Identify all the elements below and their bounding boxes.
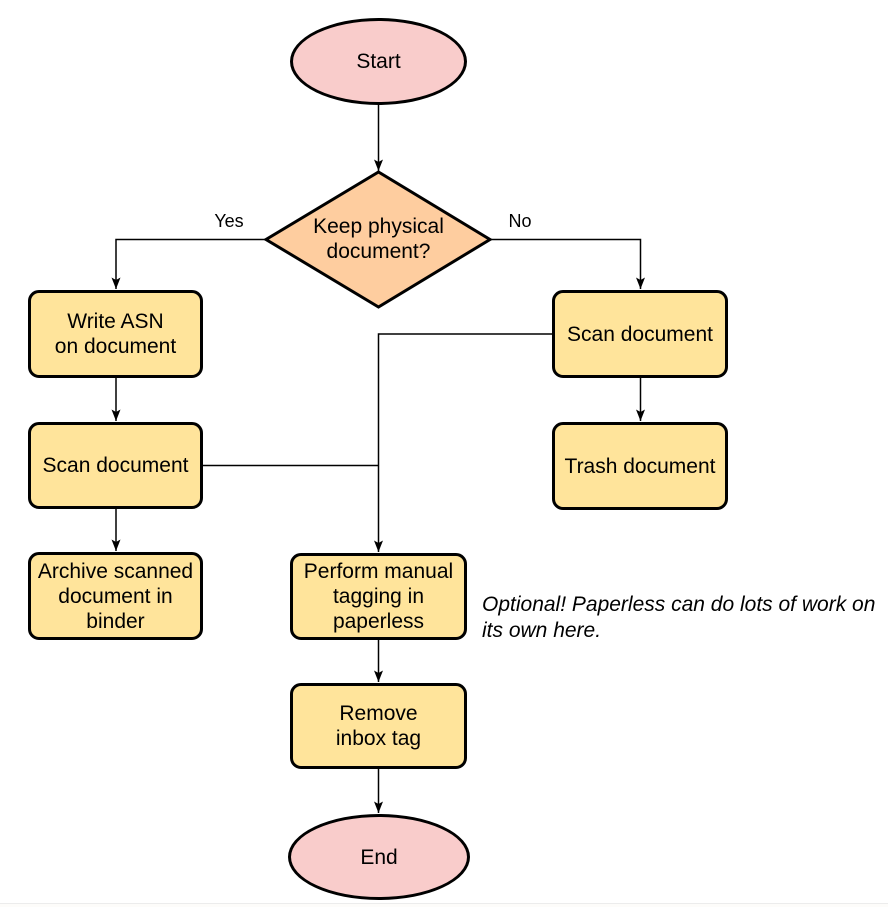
edge-label-yes: Yes [214,211,244,231]
edge-label-no: No [508,211,532,231]
node-archive-binder-label: Archive scanned document in binder [37,559,194,633]
node-end: End [288,814,470,900]
node-start-label: Start [356,50,401,73]
node-scan-document-left: Scan document [28,422,203,509]
optional-note: Optional! Paperless can do lots of work … [482,593,876,642]
node-remove-inbox-tag: Remove inbox tag [290,683,467,769]
node-trash-document-label: Trash document [564,454,716,478]
node-trash-document: Trash document [552,422,728,510]
node-write-asn: Write ASN on document [28,290,203,378]
node-perform-tagging-label: Perform manual tagging in paperless [303,560,454,633]
node-remove-inbox-tag-label: Remove inbox tag [335,702,422,750]
node-scan-document-right: Scan document [552,290,728,378]
edge-decision-to-scan-right [490,238,645,289]
node-archive-binder: Archive scanned document in binder [28,552,203,640]
bottom-edge-strip [0,904,888,907]
node-perform-tagging: Perform manual tagging in paperless [290,553,467,640]
node-end-label: End [360,845,398,869]
edge-decision-to-write-asn [111,238,266,289]
edge-scan-right-to-perform [374,333,552,552]
node-scan-document-right-label: Scan document [567,322,713,346]
node-decision-label: Keep physical document? [313,215,444,263]
node-start: Start [290,18,467,105]
node-scan-document-left-label: Scan document [42,454,189,477]
bottom-edge-line [0,903,888,904]
node-write-asn-label: Write ASN on document [54,310,177,358]
